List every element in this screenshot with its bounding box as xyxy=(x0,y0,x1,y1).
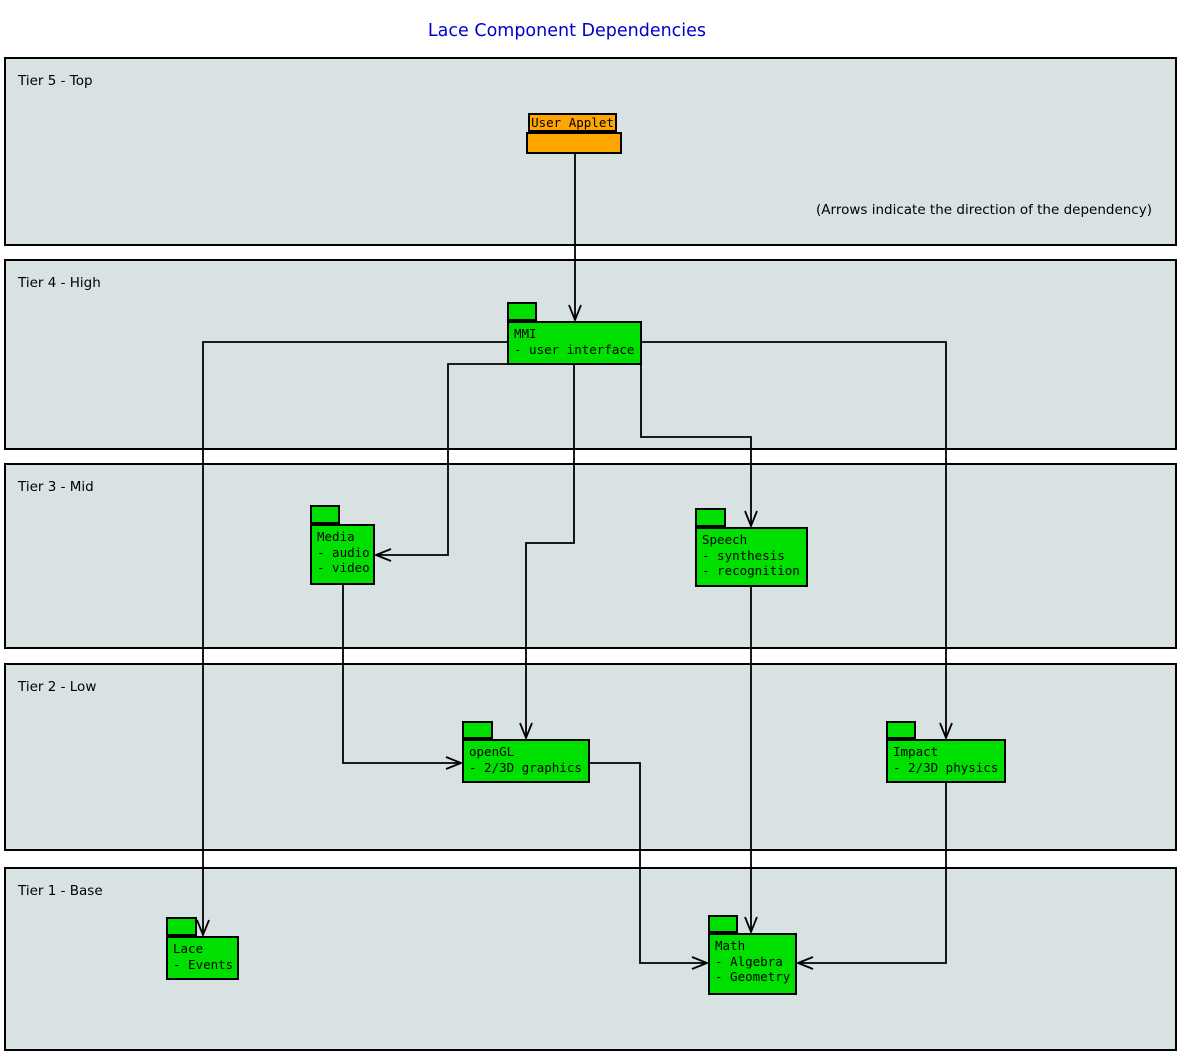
tier-label-tier-1-base: Tier 1 - Base xyxy=(18,883,103,899)
folder-tab xyxy=(708,915,738,933)
node-user-applet: User Applet xyxy=(526,113,622,154)
node-text-line: - Geometry xyxy=(715,969,791,984)
node-text-line: Speech xyxy=(702,532,748,547)
arrowhead xyxy=(568,304,582,323)
node-speech-body: Speech- synthesis- recognition xyxy=(695,527,808,587)
node-impact-body: Impact- 2/3D physics xyxy=(886,739,1006,783)
tier-label-tier-4-high: Tier 4 - High xyxy=(18,275,101,291)
arrowhead xyxy=(795,956,814,970)
edge-opengl-to-math xyxy=(590,762,710,970)
node-lace: Lace- Events xyxy=(166,917,239,980)
folder-tab xyxy=(462,721,493,739)
node-speech: Speech- synthesis- recognition xyxy=(695,508,808,587)
node-mmi: MMI- user interface xyxy=(507,302,642,365)
node-text-line: Math xyxy=(715,938,746,953)
node-mmi-body: MMI- user interface xyxy=(507,321,642,365)
node-text-line: Lace xyxy=(173,941,204,956)
node-opengl: openGL- 2/3D graphics xyxy=(462,721,590,783)
arrowhead xyxy=(691,956,710,970)
tier-label-tier-5-top: Tier 5 - Top xyxy=(18,73,93,89)
arrowhead xyxy=(445,756,464,770)
edge-impact-to-math xyxy=(795,783,947,970)
tier-label-tier-2-low: Tier 2 - Low xyxy=(18,679,97,695)
node-text-line: - 2/3D graphics xyxy=(469,759,582,775)
node-math: Math- Algebra- Geometry xyxy=(708,915,797,995)
arrowhead xyxy=(196,919,210,938)
node-text-line: - Events xyxy=(173,956,234,972)
folder-tab xyxy=(310,505,340,524)
node-media-body: Media- audio- video xyxy=(310,524,375,585)
arrowhead xyxy=(939,722,953,741)
edge-mmi-to-impact xyxy=(642,341,953,741)
node-text-line: Media xyxy=(317,529,355,544)
node-impact: Impact- 2/3D physics xyxy=(886,721,1006,783)
node-text-line: - synthesis xyxy=(702,547,785,563)
folder-tab xyxy=(166,917,197,936)
node-lace-body: Lace- Events xyxy=(166,936,239,980)
node-text-line: MMI xyxy=(514,326,537,341)
node-user-applet-title: User Applet xyxy=(528,113,617,132)
node-text-line: - user interface xyxy=(514,341,635,357)
edge-mmi-to-media xyxy=(373,363,507,562)
arrowhead xyxy=(744,916,758,935)
edge-user-applet-to-mmi xyxy=(568,154,582,323)
node-math-body: Math- Algebra- Geometry xyxy=(708,933,797,995)
page-title: Lace Component Dependencies xyxy=(427,21,707,41)
tier-band-tier-2-low: Tier 2 - Low xyxy=(4,663,1177,851)
tier-label-tier-3-mid: Tier 3 - Mid xyxy=(18,479,94,495)
node-text-line: - 2/3D physics xyxy=(893,759,999,775)
node-text-line: openGL xyxy=(469,744,515,759)
edge-media-to-opengl xyxy=(342,585,464,770)
node-media: Media- audio- video xyxy=(310,505,375,585)
legend-note: (Arrows indicate the direction of the de… xyxy=(816,202,1152,218)
node-text-line: - recognition xyxy=(702,563,800,578)
folder-tab xyxy=(695,508,726,527)
edge-mmi-to-opengl xyxy=(519,364,575,741)
folder-tab xyxy=(507,302,537,321)
arrowhead xyxy=(519,722,533,741)
node-user-applet-body xyxy=(526,132,622,154)
node-opengl-body: openGL- 2/3D graphics xyxy=(462,739,590,783)
arrowhead xyxy=(373,548,392,562)
edge-mmi-to-lace xyxy=(196,341,507,938)
node-text-line: - video xyxy=(317,560,370,575)
folder-tab xyxy=(886,721,916,739)
edge-mmi-to-speech xyxy=(640,364,758,529)
node-text-line: - Algebra xyxy=(715,953,783,969)
node-text-line: - audio xyxy=(317,544,370,560)
tier-band-tier-3-mid: Tier 3 - Mid xyxy=(4,463,1177,649)
edge-speech-to-math xyxy=(744,587,758,935)
node-text-line: Impact xyxy=(893,744,939,759)
arrowhead xyxy=(744,510,758,529)
